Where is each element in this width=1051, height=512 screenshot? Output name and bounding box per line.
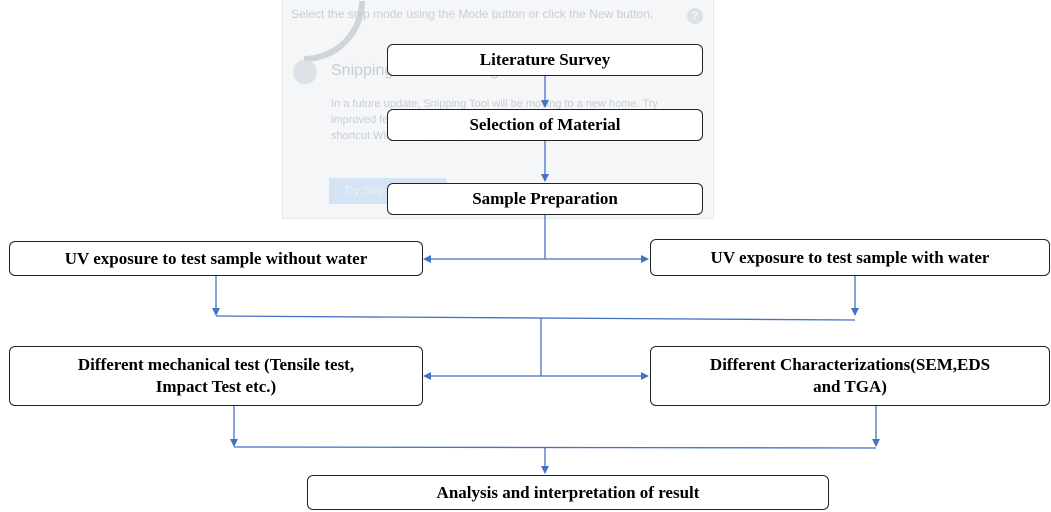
uv-without-water-label: UV exposure to test sample without water <box>64 248 368 268</box>
selection-of-material-label: Selection of Material <box>469 115 621 134</box>
snipping-tool-logo-icon <box>293 60 317 84</box>
characterizations-label-line1: Different Characterizations(SEM,EDS <box>709 355 991 374</box>
uv-with-water-label: UV exposure to test sample with water <box>710 247 990 267</box>
help-icon: ? <box>687 8 703 24</box>
box-mechanical-test: Different mechanical test (Tensile test,… <box>9 346 423 406</box>
box-selection-of-material: Selection of Material <box>387 109 703 141</box>
overlay-instruction-text: Select the snip mode using the Mode butt… <box>291 7 654 21</box>
box-sample-preparation: Sample Preparation <box>387 183 703 215</box>
literature-survey-label: Literature Survey <box>479 50 611 69</box>
box-literature-survey: Literature Survey <box>387 44 703 76</box>
box-analysis-interpretation: Analysis and interpretation of result <box>307 475 829 510</box>
line-merge-tests <box>233 446 877 449</box>
sample-preparation-label: Sample Preparation <box>472 189 618 208</box>
line-merge-uv <box>215 315 856 321</box>
characterizations-label-line2: and TGA) <box>813 377 887 396</box>
box-uv-without-water: UV exposure to test sample without water <box>9 241 423 276</box>
analysis-interpretation-label: Analysis and interpretation of result <box>436 482 700 502</box>
box-uv-with-water: UV exposure to test sample with water <box>650 239 1050 276</box>
box-characterizations: Different Characterizations(SEM,EDS and … <box>650 346 1050 406</box>
mechanical-test-label-line1: Different mechanical test (Tensile test, <box>77 355 355 374</box>
mechanical-test-label-line2: Impact Test etc.) <box>155 377 277 396</box>
